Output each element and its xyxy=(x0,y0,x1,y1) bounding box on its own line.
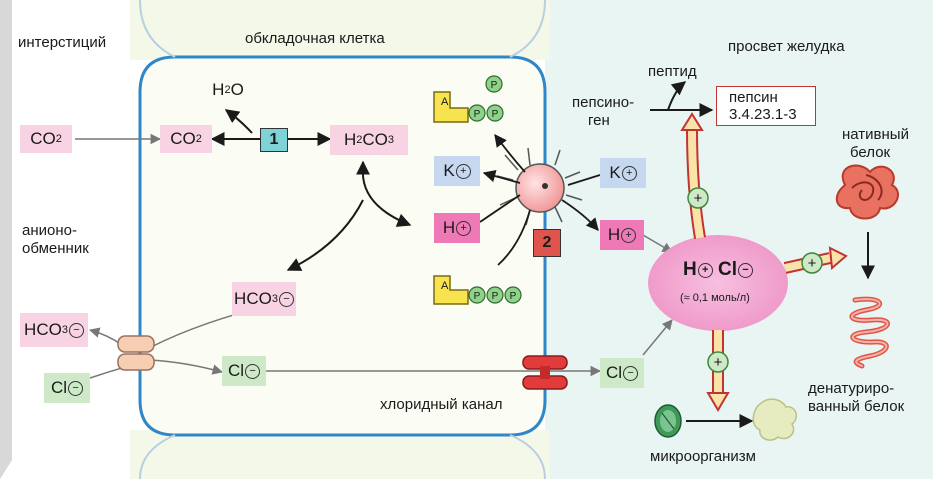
label-pepsinogen-2: ген xyxy=(588,112,610,129)
arrow-to-water xyxy=(224,109,253,134)
arrow-cl-to-hcl xyxy=(642,319,673,356)
neighbor-cell-top xyxy=(130,0,550,60)
pepsin-box: пепсин 3.4.23.1-3 xyxy=(716,86,816,126)
plus-circle-protein: + xyxy=(801,252,823,274)
svg-text:A: A xyxy=(441,280,449,292)
proton-pump xyxy=(496,147,583,226)
hcl-blob xyxy=(648,235,788,331)
svg-text:P: P xyxy=(474,291,481,302)
chloride-channel-shape xyxy=(522,355,568,390)
svg-text:A: A xyxy=(441,96,449,108)
cell-junction-bottom-right xyxy=(509,434,546,479)
h-ion-lumen: H+ xyxy=(600,220,644,250)
arrow-atp-in xyxy=(497,209,531,266)
svg-text:P: P xyxy=(492,109,499,120)
label-peptide: пептид xyxy=(648,63,697,80)
svg-text:P: P xyxy=(492,291,499,302)
svg-text:P: P xyxy=(510,291,517,302)
label-native-protein-1: нативный xyxy=(842,126,909,143)
arrow-peptide xyxy=(667,81,687,111)
svg-text:P: P xyxy=(491,80,498,91)
neighbor-cell-bottom xyxy=(130,430,550,479)
label-pepsinogen-1: пепсино- xyxy=(572,94,635,111)
arrow-pump-k-in xyxy=(482,169,521,184)
cell-junction-top-left xyxy=(139,0,176,58)
label-anion-exchanger-1: анионо- xyxy=(22,222,77,239)
label-pepsin: пепсин xyxy=(729,89,778,106)
killed-microorganism-icon xyxy=(752,398,797,441)
label-chloride-channel: хлоридный канал xyxy=(380,396,503,413)
label-denatured-protein-2: ванный белок xyxy=(808,398,905,415)
plus-circle-pepsin: + xyxy=(687,187,709,209)
hcl-label: H+ Cl− xyxy=(668,258,768,282)
svg-text:+: + xyxy=(808,255,817,272)
enzyme-2-box: 2 xyxy=(533,229,561,257)
hcl-concentration: (≈ 0,1 моль/л) xyxy=(680,292,750,304)
hollow-arrow-activation xyxy=(680,112,706,239)
label-stomach-lumen: просвет желудка xyxy=(728,38,845,55)
arrow-k-lumen-to-pump xyxy=(567,174,601,186)
h-ion-cell: H+ xyxy=(434,213,480,243)
arrow-h2co3-to-h xyxy=(361,167,412,227)
denatured-protein-icon xyxy=(849,296,890,369)
cl-ion-interstitium: Cl− xyxy=(44,373,90,403)
arrow-h2co3-to-hco3 xyxy=(286,199,364,271)
adp-molecule: A P P P xyxy=(433,75,504,123)
anion-exchanger xyxy=(117,335,155,371)
native-protein-icon xyxy=(835,164,899,220)
cl-ion-cell: Cl− xyxy=(222,356,266,386)
label-microorganism: микроорганизм xyxy=(650,448,756,465)
cell-junction-top-right xyxy=(509,0,546,58)
label-pepsin-ec: 3.4.23.1-3 xyxy=(729,106,797,123)
label-interstitium: интерстиций xyxy=(18,34,107,51)
plus-circle-microbe: + xyxy=(707,351,729,373)
cell-junction-bottom-left xyxy=(139,434,176,479)
arrow-pump-h-out xyxy=(561,199,599,231)
arrow-h-to-pump xyxy=(479,194,521,223)
k-ion-lumen: K+ xyxy=(600,158,646,188)
left-shadow xyxy=(0,0,12,479)
arrow-h-to-hcl xyxy=(642,234,673,253)
atp-molecule: A P P P xyxy=(433,275,522,305)
microorganism-icon xyxy=(654,404,682,438)
svg-text:P: P xyxy=(474,109,481,120)
label-parietal-cell: обкладочная клетка xyxy=(245,30,385,47)
label-anion-exchanger-2: обменник xyxy=(22,240,89,257)
label-native-protein-2: белок xyxy=(850,144,891,161)
cl-ion-lumen: Cl− xyxy=(600,358,644,388)
svg-text:+: + xyxy=(694,190,703,207)
label-denatured-protein-1: денатуриро- xyxy=(808,380,895,397)
enzyme-1-box: 1 xyxy=(260,128,288,152)
svg-text:+: + xyxy=(714,354,723,371)
k-ion-cell: K+ xyxy=(434,156,480,186)
arrow-pump-to-atp xyxy=(494,133,526,173)
